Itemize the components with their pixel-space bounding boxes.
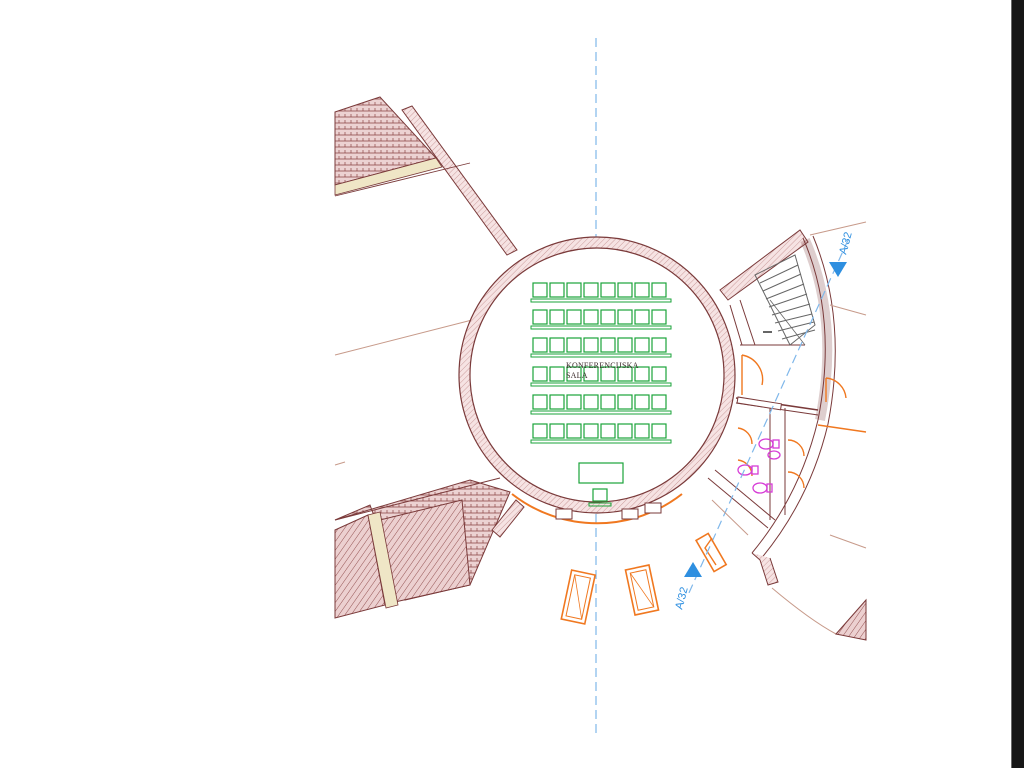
seat: [651, 423, 667, 439]
seat: [634, 337, 650, 353]
sink-icon: [767, 450, 781, 460]
seat: [651, 309, 667, 325]
seat: [617, 282, 633, 298]
staircase: [754, 254, 816, 346]
toilet-icon: [758, 438, 780, 450]
section-label-top: A/32: [837, 231, 854, 256]
seat: [583, 366, 599, 382]
sink-icon: [752, 482, 773, 494]
corridor-wall-upper: [334, 105, 518, 256]
seat: [549, 337, 565, 353]
seat: [549, 309, 565, 325]
seat: [651, 394, 667, 410]
seat-row-bar: [530, 298, 672, 303]
sanitary-fixtures: [737, 438, 781, 494]
seating-area: [530, 282, 672, 444]
conference-hall-walls: [458, 236, 736, 525]
seat: [566, 337, 582, 353]
seat-row-bar: [530, 353, 672, 358]
seat: [583, 394, 599, 410]
seat: [532, 394, 548, 410]
guide-lines-left: [334, 319, 473, 466]
seat: [600, 366, 616, 382]
seat: [651, 366, 667, 382]
seat: [532, 309, 548, 325]
triangle-marker-icon: [829, 262, 847, 277]
seat: [600, 337, 616, 353]
seat: [549, 423, 565, 439]
seat: [549, 394, 565, 410]
roof-bottom-right: [835, 598, 867, 641]
seat: [566, 282, 582, 298]
triangle-marker-icon: [684, 562, 702, 577]
seat: [617, 337, 633, 353]
section-marker-top: A/32: [829, 231, 855, 277]
window-frame-edge: [1011, 0, 1024, 768]
seat: [583, 309, 599, 325]
corridor-wall-lower: [491, 499, 525, 538]
seat: [600, 282, 616, 298]
seat: [634, 394, 650, 410]
sliding-partition: [736, 396, 867, 433]
seat: [583, 282, 599, 298]
seat: [600, 309, 616, 325]
seat: [566, 366, 582, 382]
seat: [532, 337, 548, 353]
seat-row-bar: [530, 439, 672, 444]
seat-row-bar: [530, 325, 672, 330]
seat: [634, 309, 650, 325]
roof-top-left: [334, 96, 443, 196]
roof-bottom-left: [334, 477, 511, 619]
seat: [600, 423, 616, 439]
seat-row-bar: [530, 382, 672, 387]
seat: [651, 282, 667, 298]
toilet-icon: [737, 464, 759, 476]
seat: [634, 423, 650, 439]
seat: [634, 366, 650, 382]
seat: [583, 423, 599, 439]
seat: [532, 366, 548, 382]
seat: [617, 366, 633, 382]
seat: [634, 282, 650, 298]
room-label-line1: KONFERENCIJSKA: [566, 361, 639, 370]
seat: [617, 423, 633, 439]
seat: [549, 366, 565, 382]
seat: [566, 394, 582, 410]
seat: [600, 394, 616, 410]
room-label-line2: SALA: [566, 371, 588, 380]
stage-table: [578, 462, 624, 507]
seat: [617, 309, 633, 325]
section-axis-line: [687, 239, 849, 596]
seat: [583, 337, 599, 353]
seat-row-bar: [530, 410, 672, 415]
section-label-bottom: A/32: [673, 586, 690, 611]
seat: [617, 394, 633, 410]
exterior-furniture: [560, 532, 728, 625]
seat: [566, 423, 582, 439]
seat: [566, 309, 582, 325]
seat: [532, 423, 548, 439]
seat: [549, 282, 565, 298]
section-marker-bottom: A/32: [673, 562, 702, 611]
seat: [651, 337, 667, 353]
seat: [532, 282, 548, 298]
